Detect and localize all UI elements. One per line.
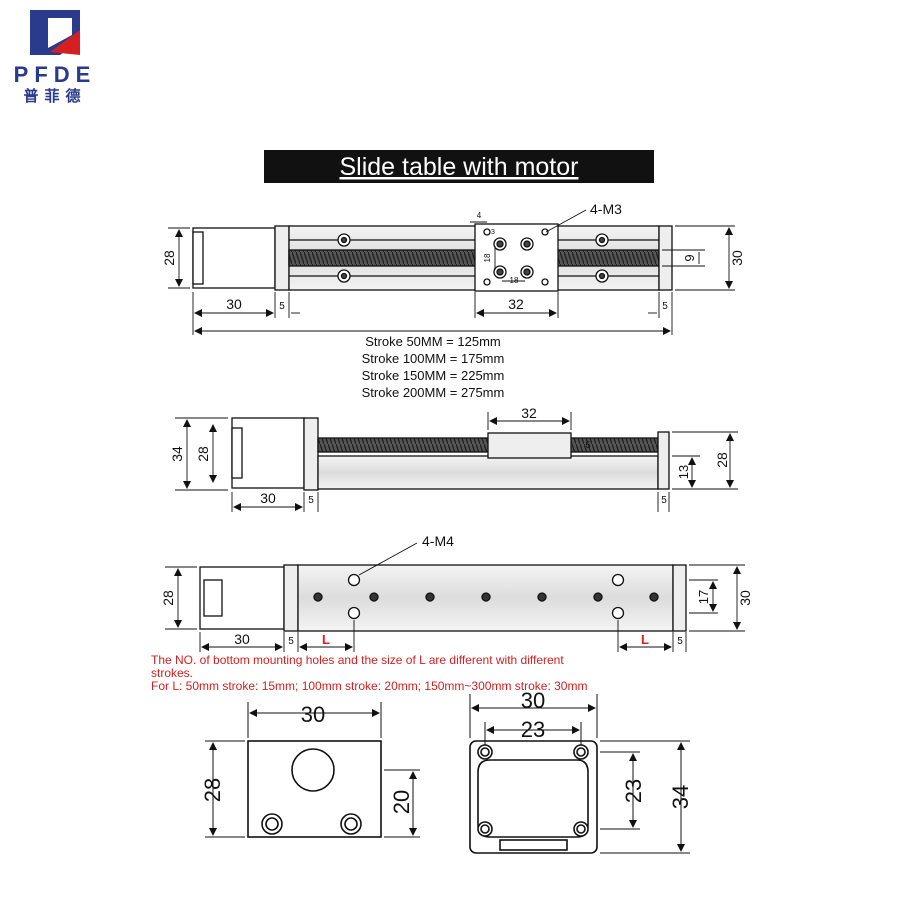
stroke-table: Stroke 50MM = 125mm Stroke 100MM = 175mm…	[362, 334, 505, 400]
carriage-side	[487, 432, 572, 459]
dim-rail-height: 30	[729, 250, 745, 266]
end-view-left	[247, 740, 382, 838]
dim-ev-left-hole: 20	[389, 790, 414, 814]
dim-gap: 5	[279, 301, 285, 312]
dim-ev-left-width: 30	[301, 702, 325, 727]
end-view-left-labels: 30 28 20	[200, 702, 414, 814]
dim-hole-offset: 17	[696, 590, 711, 604]
dim-base-width: 30	[737, 590, 753, 606]
dim-carriage-width: 32	[508, 296, 524, 312]
view-bottom-labels: 28 30 5 L L 5 17 30 4-M4	[160, 533, 753, 647]
view-bottom-dimensions	[165, 542, 745, 652]
dim-end-gap-side: 5	[661, 495, 667, 506]
note-line-3: For L: 50mm stroke: 15mm; 100mm stroke: …	[151, 679, 587, 693]
shaft-hole	[291, 748, 335, 792]
dim-carriage-height: 5	[585, 440, 590, 450]
dim-L-left: L	[322, 632, 330, 647]
motor-face-inner	[477, 759, 589, 838]
view-top	[192, 223, 673, 292]
dim-end-gap-bottom: 5	[677, 636, 683, 647]
dim-motor-length: 30	[226, 296, 242, 312]
stroke-line-2: Stroke 100MM = 175mm	[362, 351, 505, 366]
end-view-right	[469, 740, 598, 854]
dim-motor-length-side: 30	[260, 490, 276, 506]
dim-ev-right-spacing: 23	[521, 717, 545, 742]
end-plate-right	[658, 225, 673, 291]
dim-L-right: L	[641, 632, 649, 647]
logo-letters: PFDE	[14, 62, 97, 87]
dim-height-bottom: 28	[160, 590, 176, 606]
dim-gap-side: 5	[308, 495, 314, 506]
dim-right-height: 28	[714, 452, 730, 468]
dim-ev-right-width: 30	[521, 688, 545, 713]
end-plate-left	[274, 225, 290, 291]
dim-screw-offset: 9	[682, 254, 697, 261]
motor-side	[231, 417, 305, 489]
dim-carriage-width-side: 32	[521, 405, 537, 421]
dim-ev-right-spacing-v: 23	[621, 779, 646, 803]
view-side	[231, 417, 670, 491]
dim-height: 28	[161, 250, 177, 266]
dim-ev-right-height: 34	[668, 785, 693, 809]
view-top-labels: 28 30 5 32 5 9 30 4 3 18 18 4-M3	[161, 201, 745, 312]
dim-ev-left-height: 28	[200, 778, 225, 802]
view-side-labels: 34 28 32 5 30 5 5 13 28	[169, 405, 730, 506]
dim-motor-height: 28	[195, 446, 211, 462]
pfde-logo: PFDE 普菲德	[14, 10, 97, 105]
dim-motor-length-bottom: 30	[234, 631, 250, 647]
view-bottom	[199, 564, 687, 632]
page-title: Slide table with motor	[339, 153, 578, 181]
view-top-dimensions	[168, 209, 735, 335]
title-banner	[264, 150, 654, 183]
logo-chinese: 普菲德	[23, 87, 86, 105]
note-line-1: The NO. of bottom mounting holes and the…	[151, 653, 564, 667]
dim-gap-bottom: 5	[288, 636, 294, 647]
lead-screw	[288, 249, 660, 267]
dim-end-gap: 5	[662, 301, 668, 312]
end-view-left-dimensions	[205, 702, 420, 838]
callout-m4: 4-M4	[422, 533, 454, 549]
stroke-line-4: Stroke 200MM = 275mm	[362, 385, 505, 400]
end-view-right-labels: 30 23 23 34	[521, 688, 693, 809]
callout-m3: 4-M3	[590, 201, 622, 217]
base-side	[317, 455, 659, 490]
dim-base-height: 13	[676, 465, 691, 479]
dim-hole-spacing-y: 18	[483, 253, 492, 262]
end-view-right-dimensions	[469, 694, 690, 854]
dim-hole-spacing-x2: 18	[510, 276, 519, 285]
dim-hole-spacing-x: 4	[477, 211, 482, 220]
logo-mark-icon	[30, 10, 80, 55]
stroke-line-3: Stroke 150MM = 225mm	[362, 368, 505, 383]
dim-hole-small: 3	[491, 229, 495, 236]
stroke-line-1: Stroke 50MM = 125mm	[365, 334, 500, 349]
note-line-2: strokes.	[151, 666, 193, 680]
motor-body	[192, 227, 276, 289]
notes: The NO. of bottom mounting holes and the…	[151, 653, 587, 693]
view-side-dimensions	[175, 412, 738, 512]
dim-outer-height: 34	[169, 446, 185, 462]
